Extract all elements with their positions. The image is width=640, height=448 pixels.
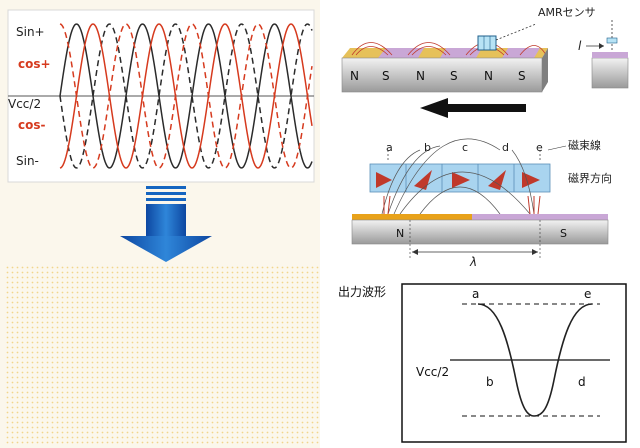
flux-panel: a b c d e 磁束線 磁界方向 N S λ	[351, 138, 612, 269]
dot-grid-area	[4, 266, 320, 446]
lambda-label: λ	[469, 255, 477, 269]
sensor-panel: N S N S N S AMRセンサ l	[341, 6, 629, 118]
output-point-d: d	[578, 375, 586, 389]
flux-point-a: a	[386, 141, 393, 154]
sin-plus-label: Sin+	[16, 25, 45, 39]
pole-5: N	[484, 69, 493, 83]
cos-minus-wave	[59, 23, 313, 169]
cos-plus-label: cos+	[18, 57, 51, 71]
output-point-b: b	[486, 375, 494, 389]
sin-minus-wave	[59, 23, 313, 169]
output-frame	[401, 283, 627, 443]
flux-point-c: c	[462, 141, 468, 154]
sin-plus-wave	[59, 23, 313, 169]
cos-plus-wave	[59, 23, 313, 169]
pole-1: N	[350, 69, 359, 83]
flux-pole-s: S	[560, 227, 567, 240]
amr-sensor-label: AMRセンサ	[538, 6, 596, 19]
amr-sensor-chip	[477, 35, 497, 51]
pole-2: S	[382, 69, 390, 83]
flux-line-label: 磁束線	[568, 138, 601, 152]
flux-pole-n: N	[396, 227, 404, 240]
direction-arrow-shaft	[446, 104, 526, 112]
flux-point-b: b	[424, 141, 431, 154]
pole-3: N	[416, 69, 425, 83]
vcc-half-label: Vcc/2	[8, 97, 41, 111]
pole-4: S	[450, 69, 458, 83]
output-panel: 出力波形 Vcc/2 a e b d	[338, 283, 627, 443]
side-length-label: l	[578, 39, 582, 53]
output-title: 出力波形	[338, 285, 386, 299]
waveform-panel: Sin+ cos+ Vcc/2 cos- Sin-	[7, 9, 315, 183]
pole-6: S	[518, 69, 526, 83]
field-direction-label: 磁界方向	[568, 171, 612, 185]
wave-group	[59, 23, 313, 169]
output-vcc-label: Vcc/2	[416, 365, 449, 379]
flux-point-d: d	[502, 141, 509, 154]
flux-point-e: e	[536, 141, 543, 154]
sin-minus-label: Sin-	[16, 154, 39, 168]
flux-magnet-bar	[351, 219, 609, 245]
output-point-e: e	[584, 287, 591, 301]
direction-arrow-head	[420, 98, 448, 118]
output-waveform	[477, 303, 593, 417]
output-point-a: a	[472, 287, 479, 301]
cos-minus-label: cos-	[18, 118, 46, 132]
magnet-strip	[341, 57, 543, 93]
side-view-block	[591, 57, 629, 89]
down-arrow	[120, 186, 212, 262]
